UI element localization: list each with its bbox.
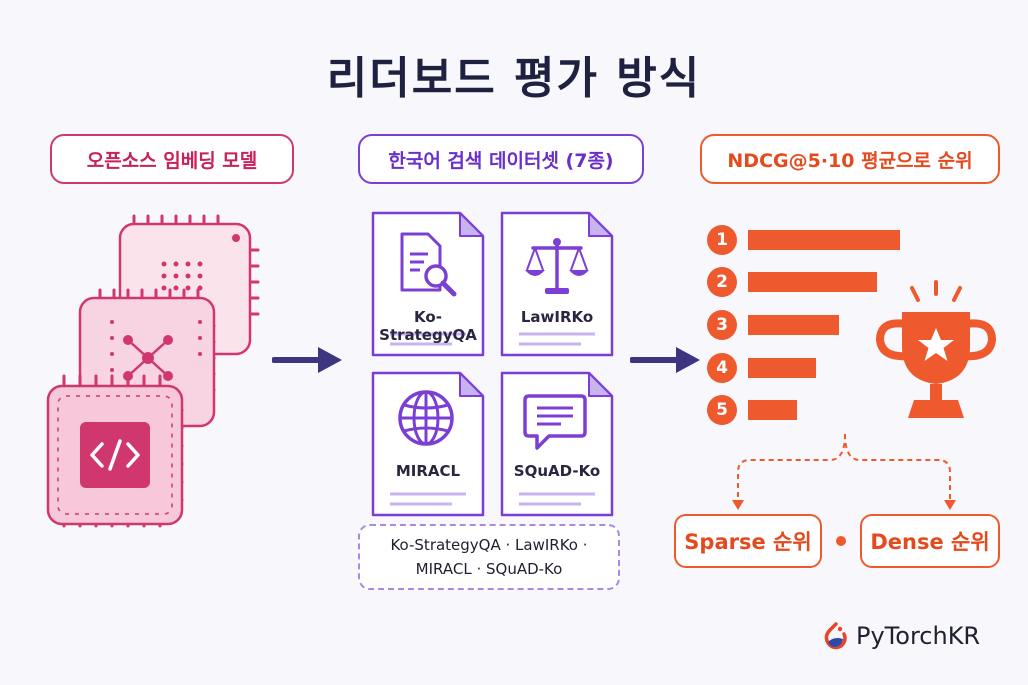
dataset-card-lawirko: LawIRKo bbox=[499, 210, 615, 358]
trophy-icon bbox=[875, 280, 997, 418]
chip-code-icon bbox=[46, 374, 184, 528]
globe-icon bbox=[398, 390, 454, 446]
dataset-card-ko-strategyqa: Ko-StrategyQA bbox=[370, 210, 486, 358]
datasets-section-label: 한국어 검색 데이터셋 (7종) bbox=[358, 134, 644, 184]
rank-badge: 4 bbox=[707, 353, 737, 383]
dataset-card-miracl: MIRACL bbox=[370, 370, 486, 518]
dataset-label: LawIRKo bbox=[520, 308, 594, 326]
rank-badge: 2 bbox=[707, 267, 737, 297]
dataset-label: MIRACL bbox=[395, 462, 461, 480]
scales-icon bbox=[525, 238, 589, 294]
split-arrows-icon bbox=[732, 433, 956, 510]
brand-name: PyTorchKR bbox=[856, 622, 981, 650]
separator-dot bbox=[836, 536, 846, 546]
rank-bar bbox=[748, 400, 797, 420]
brand-logo: PyTorchKR bbox=[822, 622, 980, 650]
models-section-label: 오픈소스 임베딩 모델 bbox=[50, 134, 294, 184]
pytorchkr-logo-icon bbox=[824, 622, 847, 650]
rank-bar bbox=[748, 358, 816, 378]
rank-bar bbox=[748, 230, 900, 250]
dataset-list-line: Ko-StrategyQA · LawIRKo · bbox=[390, 536, 588, 554]
sparse-ranking-label: Sparse 순위 bbox=[674, 514, 822, 568]
page-title: 리더보드 평가 방식 bbox=[326, 53, 702, 104]
document-search-icon bbox=[400, 232, 457, 297]
chat-bubble-icon bbox=[523, 394, 587, 450]
dataset-label: SQuAD-Ko bbox=[513, 462, 601, 480]
dataset-label: Ko-StrategyQA bbox=[379, 308, 477, 344]
rank-badge: 3 bbox=[707, 310, 737, 340]
dense-ranking-label: Dense 순위 bbox=[860, 514, 1000, 568]
ranking-section-label: NDCG@5·10 평균으로 순위 bbox=[700, 134, 1000, 184]
rank-badge: 5 bbox=[707, 395, 737, 425]
dataset-list-line: MIRACL · SQuAD-Ko bbox=[415, 560, 563, 578]
arrow-models-to-datasets-icon bbox=[272, 347, 342, 373]
dataset-card-squad-ko: SQuAD-Ko bbox=[499, 370, 615, 518]
arrow-datasets-to-ranking-icon bbox=[630, 347, 700, 373]
rank-badge: 1 bbox=[707, 225, 737, 255]
embedding-models-chip-stack bbox=[46, 214, 260, 528]
rank-bar bbox=[748, 272, 877, 292]
dataset-list-box: Ko-StrategyQA · LawIRKo · MIRACL · SQuAD… bbox=[358, 524, 620, 590]
rank-bar bbox=[748, 315, 839, 335]
